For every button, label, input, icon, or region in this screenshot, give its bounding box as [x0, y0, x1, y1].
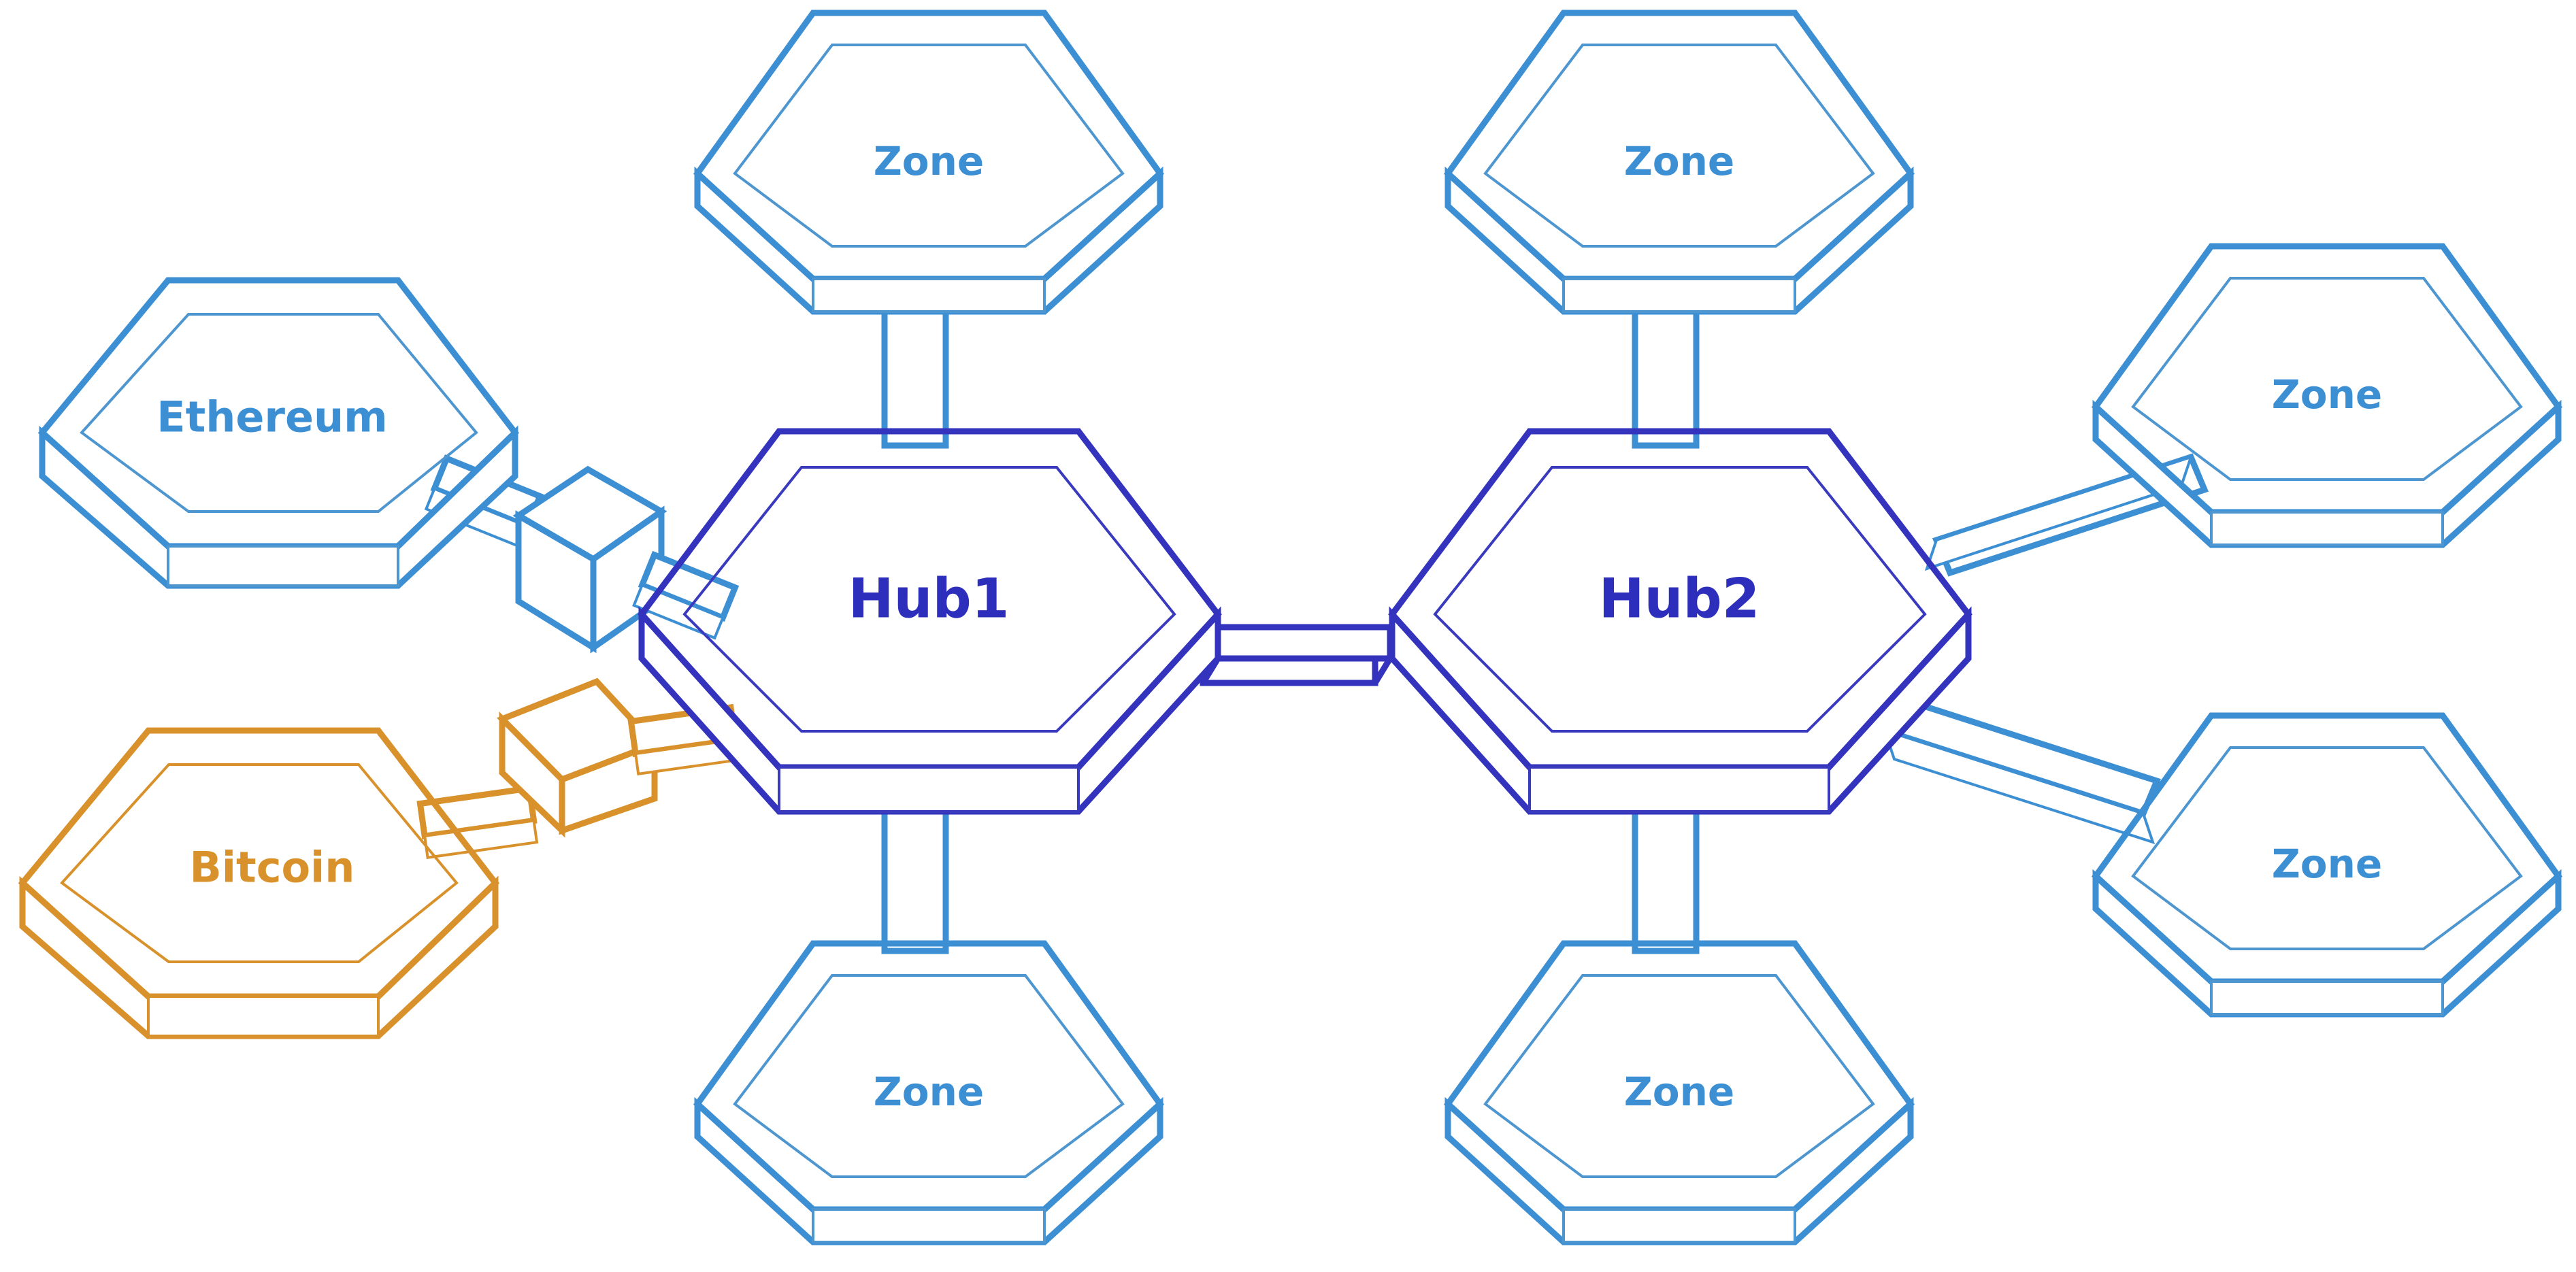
hex-inner — [2131, 746, 2523, 950]
link-bar-edge-right — [1372, 656, 1393, 685]
link-bar-shaft — [1632, 784, 1700, 954]
hex-depth-panel — [812, 1208, 1046, 1243]
hex-inner — [2131, 277, 2523, 481]
link-hub1-hub2[interactable] — [1200, 624, 1393, 686]
hex-inner — [733, 974, 1125, 1178]
node-zone-bottom-right[interactable]: Zone — [1444, 940, 1915, 1245]
node-zone-top-left[interactable]: Zone — [693, 10, 1164, 315]
hex-depth-panel — [778, 766, 1080, 813]
node-label: Zone — [2272, 841, 2383, 887]
link-hub2-zone-right-upper[interactable] — [1924, 453, 2209, 577]
link-hub1-zone-top-left[interactable] — [881, 286, 949, 449]
link-hub2-zone-top-right[interactable] — [1632, 286, 1700, 449]
hex-depth-panel — [812, 278, 1046, 313]
node-label: Zone — [1624, 1069, 1735, 1115]
node-ethereum[interactable]: Ethereum — [37, 277, 520, 589]
link-bar-shaft — [881, 286, 949, 449]
node-label: Hub2 — [1599, 567, 1760, 631]
node-label: Hub1 — [848, 567, 1010, 631]
node-bitcoin[interactable]: Bitcoin — [18, 727, 500, 1039]
hex-depth-panel — [147, 995, 380, 1037]
node-label: Zone — [2272, 371, 2383, 418]
node-zone-top-right[interactable]: Zone — [1444, 10, 1915, 315]
hex-inner — [1483, 974, 1875, 1178]
links-layer — [416, 286, 2209, 954]
link-bar-side-face — [1882, 728, 2156, 845]
hex-depth-panel — [1562, 1208, 1796, 1243]
node-label: Zone — [874, 1069, 985, 1115]
link-bar-side-face — [1924, 454, 2194, 571]
node-hub2[interactable]: Hub2 — [1388, 428, 1972, 815]
node-zone-right-upper[interactable]: Zone — [2092, 243, 2562, 548]
node-zone-right-lower[interactable]: Zone — [2092, 712, 2562, 1018]
node-zone-bottom-left[interactable]: Zone — [693, 940, 1164, 1245]
link-bar-shaft — [1632, 286, 1700, 449]
hex-inner — [80, 313, 478, 513]
nodes-layer: Zone Zone Zone Zone — [18, 10, 2562, 1245]
hex-inner — [1433, 466, 1927, 733]
node-hub1[interactable]: Hub1 — [638, 428, 1222, 815]
link-ethereum-hub1[interactable] — [424, 454, 740, 654]
hex-inner — [682, 466, 1176, 733]
node-label: Ethereum — [156, 392, 388, 442]
peg-shaft-outer-side — [423, 819, 539, 859]
hex-depth-panel — [167, 545, 399, 587]
node-label: Zone — [1624, 138, 1735, 184]
node-label: Bitcoin — [190, 843, 355, 892]
link-bar-top-face — [1215, 624, 1393, 662]
link-hub2-zone-right-lower[interactable] — [1880, 694, 2162, 845]
link-hub2-zone-bottom-right[interactable] — [1632, 784, 1700, 954]
hex-inner — [60, 763, 459, 963]
node-label: Zone — [874, 138, 985, 184]
hex-depth-panel — [1562, 278, 1796, 313]
link-bar-bottom-face — [1200, 655, 1378, 686]
hex-inner — [1483, 44, 1875, 248]
hex-depth-panel — [1528, 766, 1830, 813]
hex-inner — [733, 44, 1125, 248]
hex-depth-panel — [2210, 511, 2444, 546]
hex-depth-panel — [2210, 980, 2444, 1016]
cube-right-face — [559, 739, 658, 835]
link-bitcoin-hub1[interactable] — [416, 677, 740, 859]
